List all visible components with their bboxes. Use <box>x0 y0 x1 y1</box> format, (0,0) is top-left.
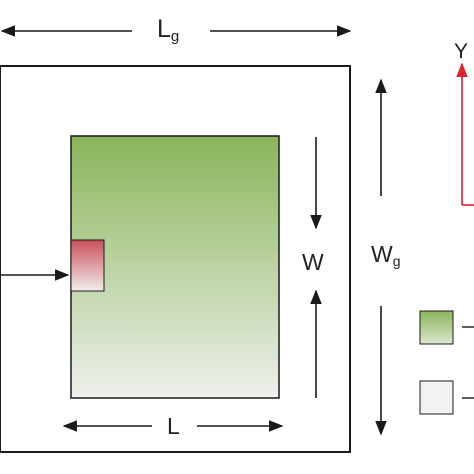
lg-label-sub: g <box>171 28 179 45</box>
legend-swatch-substrate <box>419 380 454 415</box>
wg-label-sub: g <box>393 253 401 269</box>
l-label: L <box>167 413 180 439</box>
y-axis-label: Y <box>454 40 468 63</box>
wg-label: Wg <box>371 241 401 269</box>
lg-label-main: L <box>157 15 171 43</box>
wg-label-main: W <box>371 241 393 267</box>
w-label: W <box>302 249 324 275</box>
feed-element <box>70 239 105 292</box>
lg-label: Lg <box>157 15 179 45</box>
legend-swatch-patch <box>419 310 454 345</box>
radiating-patch <box>70 135 280 399</box>
